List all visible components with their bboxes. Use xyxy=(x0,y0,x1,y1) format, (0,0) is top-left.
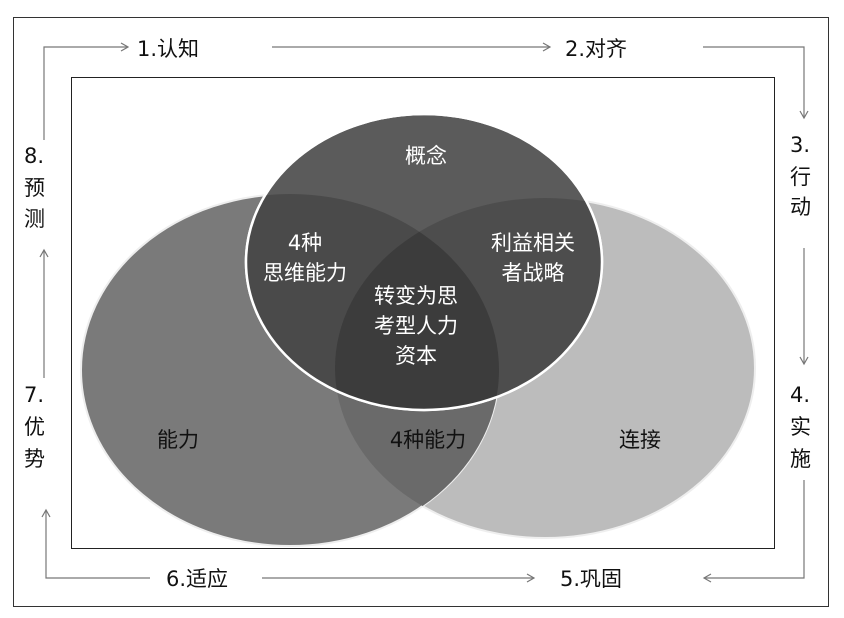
step-8-char1: 预 xyxy=(24,176,45,200)
step-7-char2: 势 xyxy=(24,447,45,471)
step-4-char1: 实 xyxy=(790,415,811,439)
label-center-3: 资本 xyxy=(395,344,437,368)
inner-frame xyxy=(71,77,775,549)
center-overlap xyxy=(335,198,499,410)
step-3-char1: 行 xyxy=(790,165,811,189)
step-1-label: 1.认知 xyxy=(137,37,199,61)
cycle-arrows xyxy=(39,42,809,583)
top-circle-outline xyxy=(244,112,604,412)
label-left: 能力 xyxy=(157,428,199,452)
label-top-left-1: 4种 xyxy=(288,231,322,255)
step-7-char1: 优 xyxy=(24,415,45,439)
step-2-label: 2.对齐 xyxy=(565,37,627,61)
label-bottom: 4种能力 xyxy=(390,428,466,452)
step-3-char2: 动 xyxy=(790,195,811,219)
label-top: 概念 xyxy=(405,144,447,168)
step-5-label: 5.巩固 xyxy=(560,567,622,591)
label-top-right-1: 利益相关 xyxy=(491,231,575,255)
step-8-char2: 测 xyxy=(24,207,45,231)
step-8-num: 8. xyxy=(24,144,44,168)
step-7-num: 7. xyxy=(24,383,44,407)
outer-frame xyxy=(13,17,829,607)
label-center-1: 转变为思 xyxy=(374,284,458,308)
label-top-left-2: 思维能力 xyxy=(263,261,347,285)
step-6-label: 6.适应 xyxy=(166,567,228,591)
step-3-num: 3. xyxy=(790,133,810,157)
label-right: 连接 xyxy=(619,428,661,452)
step-4-char2: 施 xyxy=(790,447,811,471)
step-4-num: 4. xyxy=(790,383,810,407)
label-center-2: 考型人力 xyxy=(374,314,458,338)
label-top-right-2: 者战略 xyxy=(502,261,565,285)
